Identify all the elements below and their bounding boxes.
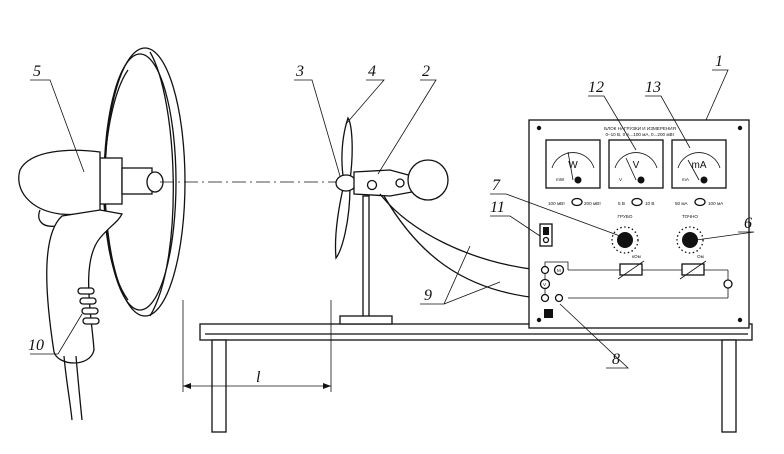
callout-10: 10: [28, 337, 44, 354]
table: [199, 323, 753, 433]
knob-coarse-label: ГРУБО: [618, 214, 633, 219]
svg-text:mA: mA: [682, 177, 690, 182]
table-leg-right: [721, 339, 737, 433]
fan: [18, 47, 186, 421]
panel-title-line2: 0–10 В, 0 А...100 мА, 0...200 мВт: [605, 132, 675, 137]
svg-text:M: M: [557, 268, 561, 273]
svg-text:200 мВт: 200 мВт: [584, 201, 602, 206]
callout-8: 8: [612, 351, 620, 368]
dimension-l: l: [182, 300, 332, 392]
knob-fine-label: ТОЧНО: [682, 214, 698, 219]
circuit-schematic: [544, 260, 733, 299]
callout-12: 12: [588, 79, 604, 96]
fan-button-3: [81, 307, 99, 315]
svg-text:Ом: Ом: [697, 254, 704, 259]
svg-text:V: V: [619, 177, 623, 182]
callout-1: 1: [715, 53, 723, 70]
fan-button-4: [82, 317, 100, 325]
knob-coarse[interactable]: ГРУБО кОм: [611, 214, 641, 259]
meter-milliammeter: mA mA: [671, 139, 727, 189]
terminal-bottom-left[interactable]: [540, 293, 550, 303]
turbine-mast: [362, 195, 370, 319]
wattmeter-symbol: W: [568, 160, 578, 171]
fan-button-1: [77, 287, 95, 295]
fan-hub: [99, 157, 123, 205]
callout-9: 9: [424, 287, 432, 304]
range-switch-current[interactable]: 50 мА 100 мА: [675, 197, 724, 207]
callout-2: 2: [422, 63, 430, 80]
leader-lines: [30, 69, 755, 369]
fan-handle: [46, 209, 123, 364]
svg-text:кОм: кОм: [632, 254, 641, 259]
turbine-base: [339, 315, 393, 325]
svg-text:100 мВт: 100 мВт: [548, 201, 566, 206]
wind-turbine: [334, 116, 449, 325]
svg-text:100 мА: 100 мА: [708, 201, 724, 206]
knob-fine-dial[interactable]: [682, 232, 698, 248]
callout-4: 4: [368, 63, 376, 80]
terminals[interactable]: M V: [539, 264, 565, 303]
turbine-hub: [335, 174, 357, 192]
voltmeter-symbol: V: [633, 160, 640, 171]
callout-6: 6: [744, 215, 752, 232]
panel-logo: [544, 309, 553, 318]
svg-text:50 мА: 50 мА: [675, 201, 689, 206]
knob-fine[interactable]: ТОЧНО Ом: [676, 214, 704, 259]
range-switch-power[interactable]: 100 мВт 200 мВт: [548, 197, 602, 207]
power-switch[interactable]: [539, 223, 553, 247]
resistor-coarse: [619, 263, 643, 276]
range-switch-voltage[interactable]: 5 В 10 В: [618, 197, 654, 207]
svg-text:5 В: 5 В: [618, 201, 625, 206]
callout-11: 11: [490, 199, 505, 216]
terminal-top-right[interactable]: [553, 264, 565, 276]
cable-top: [379, 193, 539, 271]
svg-text:V: V: [543, 282, 547, 287]
ammeter-symbol-node: [723, 279, 733, 289]
fan-motor-housing: [18, 149, 101, 216]
terminal-voltmeter[interactable]: [539, 278, 551, 290]
terminal-top-left[interactable]: [540, 265, 550, 275]
svg-text:mW: mW: [556, 177, 565, 182]
callout-7: 7: [492, 177, 501, 194]
fan-button-2: [79, 297, 97, 305]
measurement-panel: БЛОК НАГРУЗКИ И ИЗМЕРЕНИЯ 0–10 В, 0 А...…: [528, 119, 750, 329]
turbine-tail: [407, 159, 449, 201]
callout-13: 13: [645, 79, 661, 96]
callout-5: 5: [33, 63, 41, 80]
cable-bottom: [383, 195, 539, 299]
panel-title-line1: БЛОК НАГРУЗКИ И ИЗМЕРЕНИЯ: [604, 126, 676, 131]
resistor-fine: [681, 263, 705, 276]
turbine-blade-top: [341, 116, 353, 183]
milliammeter-symbol: mA: [692, 160, 707, 171]
callout-3: 3: [295, 63, 304, 80]
knob-coarse-dial[interactable]: [617, 232, 633, 248]
dimension-label: l: [256, 369, 261, 386]
cables: [379, 193, 539, 299]
meter-voltmeter: V V: [608, 139, 664, 189]
svg-text:10 В: 10 В: [645, 201, 654, 206]
meter-wattmeter: W mW: [545, 139, 601, 189]
terminal-bottom-right[interactable]: [554, 293, 564, 303]
callout-labels: 5 10 3 4 2 12 13 1 7 6 11 9 8: [28, 53, 752, 368]
turbine-blade-bottom: [334, 183, 351, 260]
